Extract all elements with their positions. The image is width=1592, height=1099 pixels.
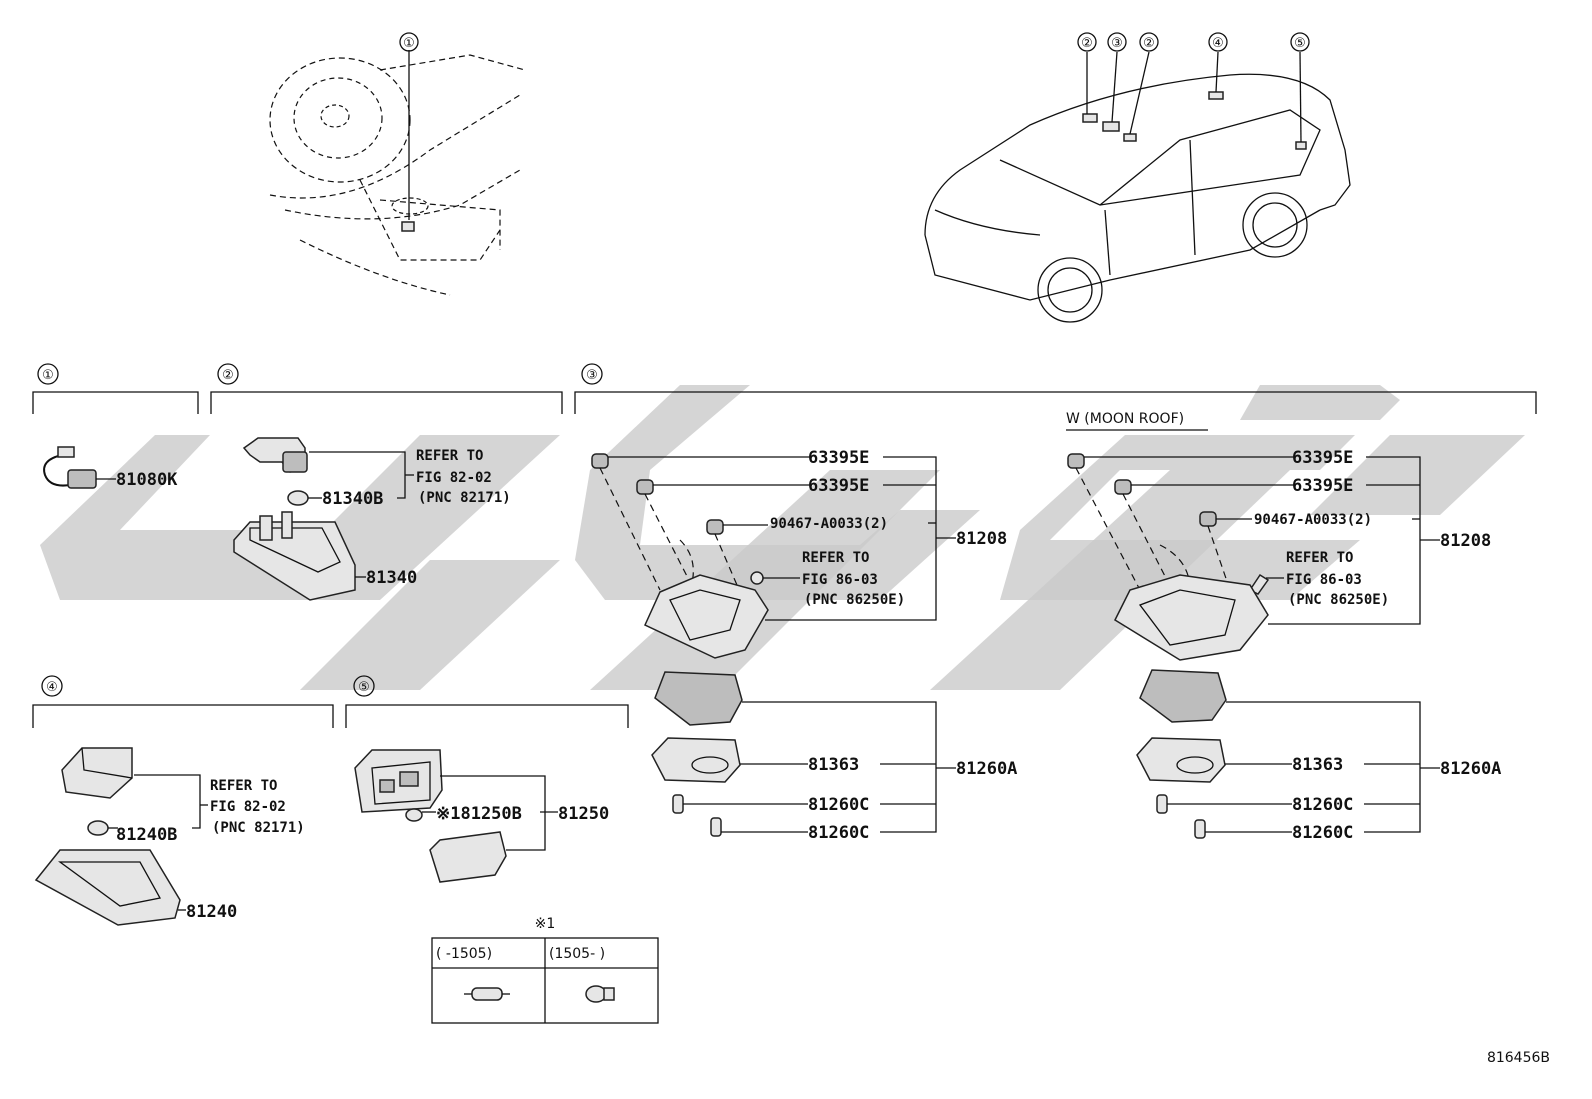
figure-id: 816456B — [1487, 1050, 1550, 1066]
section-5-parts: ※181250B 81250 — [354, 749, 609, 883]
part-number-81340B[interactable]: 81340B — [322, 489, 383, 509]
watermark-logo — [40, 385, 1525, 690]
note-col-before-1505: ( -1505) — [436, 946, 492, 962]
svg-text:①: ① — [403, 36, 415, 51]
part-number-81260C-right-a[interactable]: 81260C — [1292, 795, 1353, 815]
part-number-63395E-left-a[interactable]: 63395E — [808, 448, 869, 468]
refer-to-label: REFER TO — [1286, 550, 1353, 566]
section-3-left-parts: 63395E 63395E 90467-A0033(2) REFER TO FI… — [591, 448, 1017, 843]
section-4-bracket: ④ — [32, 675, 334, 728]
refer-pnc-label: (PNC 82171) — [418, 490, 511, 506]
svg-text:③: ③ — [1111, 36, 1123, 51]
wedge-bulb-icon — [464, 987, 510, 1001]
section-1-bracket: ① — [32, 363, 199, 414]
part-number-81260C-right-b[interactable]: 81260C — [1292, 823, 1353, 843]
svg-text:②: ② — [1143, 36, 1155, 51]
part-number-81363-left[interactable]: 81363 — [808, 755, 859, 775]
t10-bulb-icon — [585, 985, 615, 1003]
svg-text:②: ② — [1081, 36, 1093, 51]
refer-fig-link[interactable]: FIG 82-02 — [210, 799, 286, 815]
callout-5-top: ⑤ — [1290, 32, 1310, 52]
dashboard-overview-illustration — [269, 50, 526, 296]
note-table-title: ※1 — [535, 916, 556, 932]
part-number-90467-right[interactable]: 90467-A0033(2) — [1254, 512, 1372, 528]
refer-to-label: REFER TO — [210, 778, 277, 794]
callout-3-top: ③ — [1107, 32, 1127, 52]
svg-text:①: ① — [42, 368, 54, 383]
part-number-90467-left[interactable]: 90467-A0033(2) — [770, 516, 888, 532]
callout-2a-top: ② — [1077, 32, 1097, 52]
part-number-81250[interactable]: 81250 — [558, 804, 609, 824]
refer-pnc-label: (PNC 86250E) — [1288, 592, 1389, 608]
part-number-81208-right[interactable]: 81208 — [1440, 531, 1491, 551]
part-number-63395E-right-a[interactable]: 63395E — [1292, 448, 1353, 468]
section-1-parts: 81080K — [43, 446, 178, 490]
part-number-81240B[interactable]: 81240B — [116, 825, 177, 845]
svg-text:②: ② — [222, 368, 234, 383]
part-number-81260A-left[interactable]: 81260A — [956, 759, 1017, 779]
refer-fig-link[interactable]: FIG 82-02 — [416, 470, 492, 486]
section-2-bracket: ② — [210, 363, 563, 414]
note-table: ※1 ( -1505) (1505- ) — [431, 916, 659, 1024]
part-number-81363-right[interactable]: 81363 — [1292, 755, 1343, 775]
refer-pnc-label: (PNC 82171) — [212, 820, 305, 836]
refer-to-label: REFER TO — [802, 550, 869, 566]
part-number-81260A-right[interactable]: 81260A — [1440, 759, 1501, 779]
svg-text:④: ④ — [46, 680, 58, 695]
part-number-81340[interactable]: 81340 — [366, 568, 417, 588]
refer-fig-link[interactable]: FIG 86-03 — [802, 572, 878, 588]
part-number-81080K[interactable]: 81080K — [116, 470, 178, 490]
svg-text:⑤: ⑤ — [1294, 36, 1306, 51]
section-2-parts: 81340B REFER TO FIG 82-02 (PNC 82171) 81… — [233, 437, 511, 601]
part-number-81208-left[interactable]: 81208 — [956, 529, 1007, 549]
section-3-right-parts: W (MOON ROOF) 63395E 63395E 90467-A0033(… — [1066, 411, 1501, 843]
part-number-81260C-left-b[interactable]: 81260C — [808, 823, 869, 843]
part-number-81240[interactable]: 81240 — [186, 902, 237, 922]
part-number-81250B[interactable]: ※181250B — [436, 804, 522, 824]
vehicle-overview-illustration — [924, 51, 1351, 323]
part-number-81260C-left-a[interactable]: 81260C — [808, 795, 869, 815]
note-col-after-1505: (1505- ) — [549, 946, 605, 962]
section-4-parts: 81240B REFER TO FIG 82-02 (PNC 82171) 81… — [34, 747, 305, 926]
moon-roof-variant-label: W (MOON ROOF) — [1066, 411, 1184, 427]
callout-1-top: ① — [399, 32, 419, 52]
part-number-63395E-left-b[interactable]: 63395E — [808, 476, 869, 496]
refer-to-label: REFER TO — [416, 448, 483, 464]
part-number-63395E-right-b[interactable]: 63395E — [1292, 476, 1353, 496]
svg-text:⑤: ⑤ — [358, 680, 370, 695]
callout-2b-top: ② — [1139, 32, 1159, 52]
refer-fig-link[interactable]: FIG 86-03 — [1286, 572, 1362, 588]
section-3-bracket: ③ — [574, 363, 1537, 414]
refer-pnc-label: (PNC 86250E) — [804, 592, 905, 608]
callout-4-top: ④ — [1208, 32, 1228, 52]
svg-text:④: ④ — [1212, 36, 1224, 51]
section-5-bracket: ⑤ — [345, 675, 629, 728]
svg-text:③: ③ — [586, 368, 598, 383]
